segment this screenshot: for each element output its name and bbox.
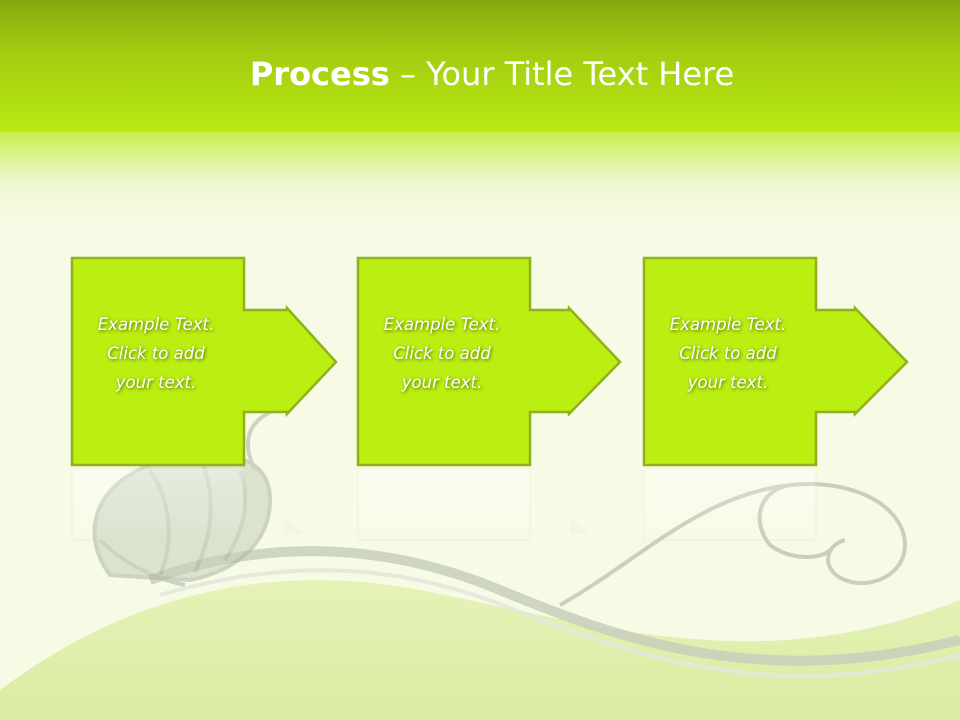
step-text[interactable]: Example Text. Click to add your text.: [97, 315, 215, 392]
process-step-3[interactable]: Example Text. Click to add your text.: [642, 256, 912, 468]
wave-line-thin: [159, 568, 960, 678]
wave-line: [148, 546, 960, 666]
wave-band: [0, 580, 960, 720]
swirl-icon: [559, 482, 908, 607]
header-fade: [0, 132, 960, 222]
title-rest: – Your Title Text Here: [389, 55, 735, 93]
step-text[interactable]: Example Text. Click to add your text.: [669, 315, 787, 392]
process-step-1[interactable]: Example Text. Click to add your text.: [70, 256, 340, 468]
arrow-box-shape: [642, 256, 909, 467]
process-step-2[interactable]: Example Text. Click to add your text.: [356, 256, 626, 468]
title-bold: Process: [249, 55, 390, 93]
step-text[interactable]: Example Text. Click to add your text.: [383, 315, 501, 392]
page-title[interactable]: Process – Your Title Text Here: [0, 52, 960, 96]
arrow-box-shape: [70, 256, 338, 467]
header-band: [0, 0, 960, 132]
arrow-box-shape: [356, 256, 622, 467]
